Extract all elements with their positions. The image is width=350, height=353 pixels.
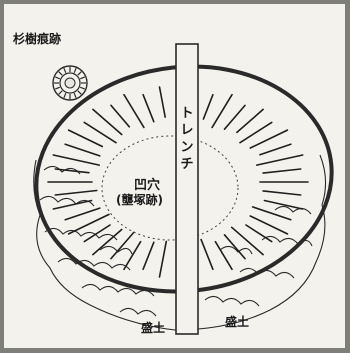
stump-ring-tick (79, 86, 86, 90)
hachure-line (52, 154, 101, 166)
hachure-line (236, 108, 264, 134)
stump-ring-tick (77, 71, 82, 76)
hachure-line (251, 206, 292, 221)
hachure-line (142, 93, 155, 123)
hachure-line (92, 108, 123, 136)
stump-ring-tick (73, 67, 77, 74)
hachure-line (110, 104, 131, 128)
hachure-line (54, 189, 98, 196)
hachure-line (64, 143, 101, 157)
hachure-line (249, 215, 289, 235)
stump-ring-tick (54, 86, 61, 90)
stump-ring-tick (54, 76, 61, 80)
hachure-line (83, 224, 111, 243)
hachure-line (249, 129, 289, 149)
stump-ring-tick (58, 90, 63, 95)
hachure-line (262, 168, 302, 174)
hachure-line (230, 226, 264, 256)
hachure-line (142, 241, 155, 271)
hachure-line (54, 168, 90, 174)
hachure-line (259, 143, 292, 156)
pit-outline (101, 135, 239, 241)
stump-ring-tick (58, 71, 63, 76)
hachure-line (64, 207, 101, 221)
stump-ring-tick (77, 90, 82, 95)
stump-ring-tick (79, 76, 86, 80)
hachure-line (123, 240, 142, 271)
tree-trace-label: 杉樹痕跡 (13, 32, 62, 46)
hachure-line (67, 213, 110, 235)
tree-stump-icon (52, 65, 88, 101)
hachure-line (123, 93, 145, 129)
stump-ring-tick (73, 92, 77, 99)
hachure-line (262, 190, 302, 196)
trench-strip (175, 43, 199, 335)
hachure-line (67, 129, 104, 148)
hachure-line (239, 121, 273, 144)
hachure-line (200, 238, 214, 271)
hachure-line (202, 93, 214, 120)
hachure-line (223, 104, 246, 130)
hachure-line (214, 240, 233, 271)
hachure-line (255, 154, 304, 166)
hachure-line (92, 228, 123, 256)
mound-label-left: 盛土 (141, 321, 166, 335)
hachure-line (245, 224, 273, 243)
trench-label: トレンチ (180, 106, 194, 172)
hachure-line (223, 234, 246, 260)
pit-slope-hachures (47, 86, 309, 278)
stump-ring-tick (63, 67, 67, 74)
pit-label: 凹穴 (134, 178, 161, 193)
hachure-line (158, 86, 166, 118)
mound-base (33, 154, 327, 331)
hachure-line (263, 199, 304, 210)
hachure-line (158, 240, 168, 278)
stump-ring-tick (63, 92, 67, 99)
pit-sublabel: (壟塚跡) (116, 193, 163, 207)
hachure-line (211, 93, 233, 129)
hachure-line (83, 121, 117, 144)
hachure-line (110, 231, 135, 260)
hachure-line (52, 199, 93, 210)
mound-label-right: 盛土 (225, 315, 250, 329)
